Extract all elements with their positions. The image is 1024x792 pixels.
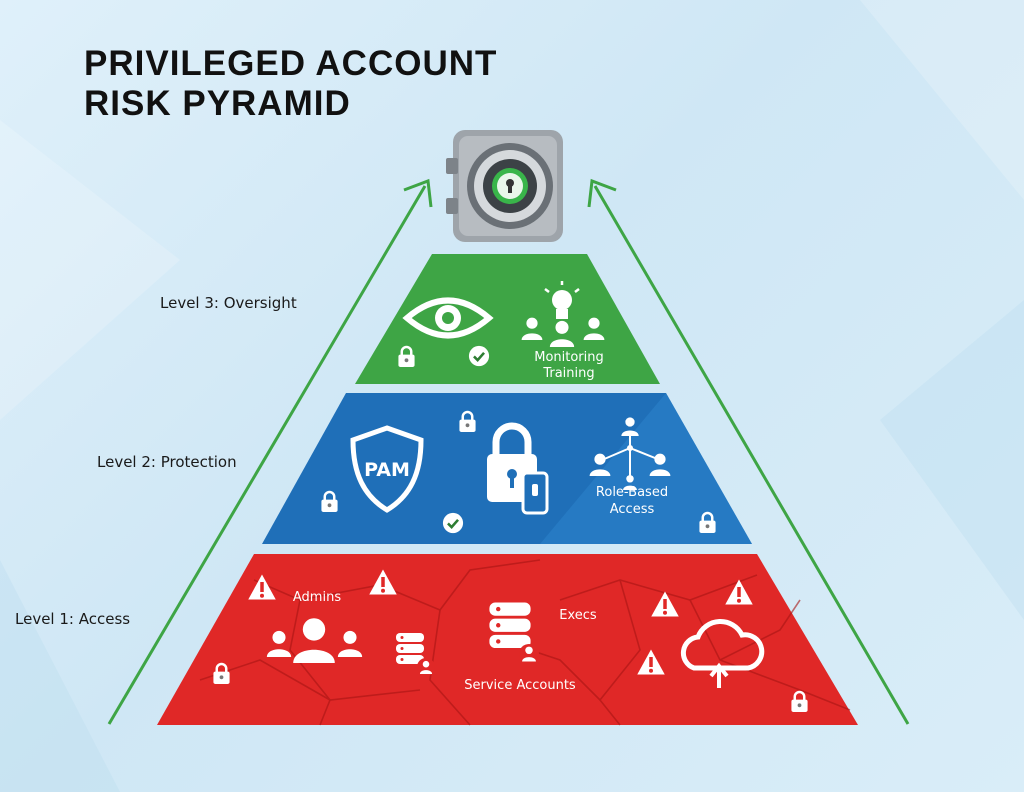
level-2-label: Level 2: Protection <box>97 453 237 471</box>
cloud-upload-icon <box>680 619 765 688</box>
check-icon <box>468 345 490 367</box>
right-up-arrow <box>587 178 910 725</box>
vault-icon <box>446 130 563 242</box>
org-chart-icon <box>589 417 671 490</box>
role-based-label: Role-Based <box>596 485 668 500</box>
lightbulb-team-icon <box>521 281 605 347</box>
tier-protection: PAM Role-Based Access <box>262 393 752 544</box>
monitoring-label: Monitoring <box>534 350 604 365</box>
admins-label: Admins <box>293 590 341 605</box>
title-line-1: PRIVILEGED ACCOUNT <box>84 44 498 83</box>
access-label: Access <box>610 502 655 517</box>
execs-label: Execs <box>559 608 597 623</box>
title-line-2: RISK PYRAMID <box>84 84 351 123</box>
left-up-arrow <box>107 178 433 725</box>
check-icon <box>442 512 464 534</box>
crack-pattern <box>199 559 851 726</box>
tier-access: Admins Execs Service Accounts <box>157 554 858 726</box>
tier-oversight: Monitoring Training <box>355 254 660 384</box>
phone-icon <box>521 471 549 515</box>
pam-label: PAM <box>364 459 410 481</box>
service-accounts-label: Service Accounts <box>464 678 576 693</box>
database-icon <box>396 633 435 676</box>
shield-icon: PAM <box>350 425 424 513</box>
training-label: Training <box>542 366 594 381</box>
eye-icon <box>402 297 494 339</box>
database-icon <box>489 602 539 664</box>
level-3-label: Level 3: Oversight <box>160 294 297 312</box>
level-1-label: Level 1: Access <box>15 610 131 628</box>
page-title: PRIVILEGED ACCOUNT RISK PYRAMID <box>84 44 497 124</box>
